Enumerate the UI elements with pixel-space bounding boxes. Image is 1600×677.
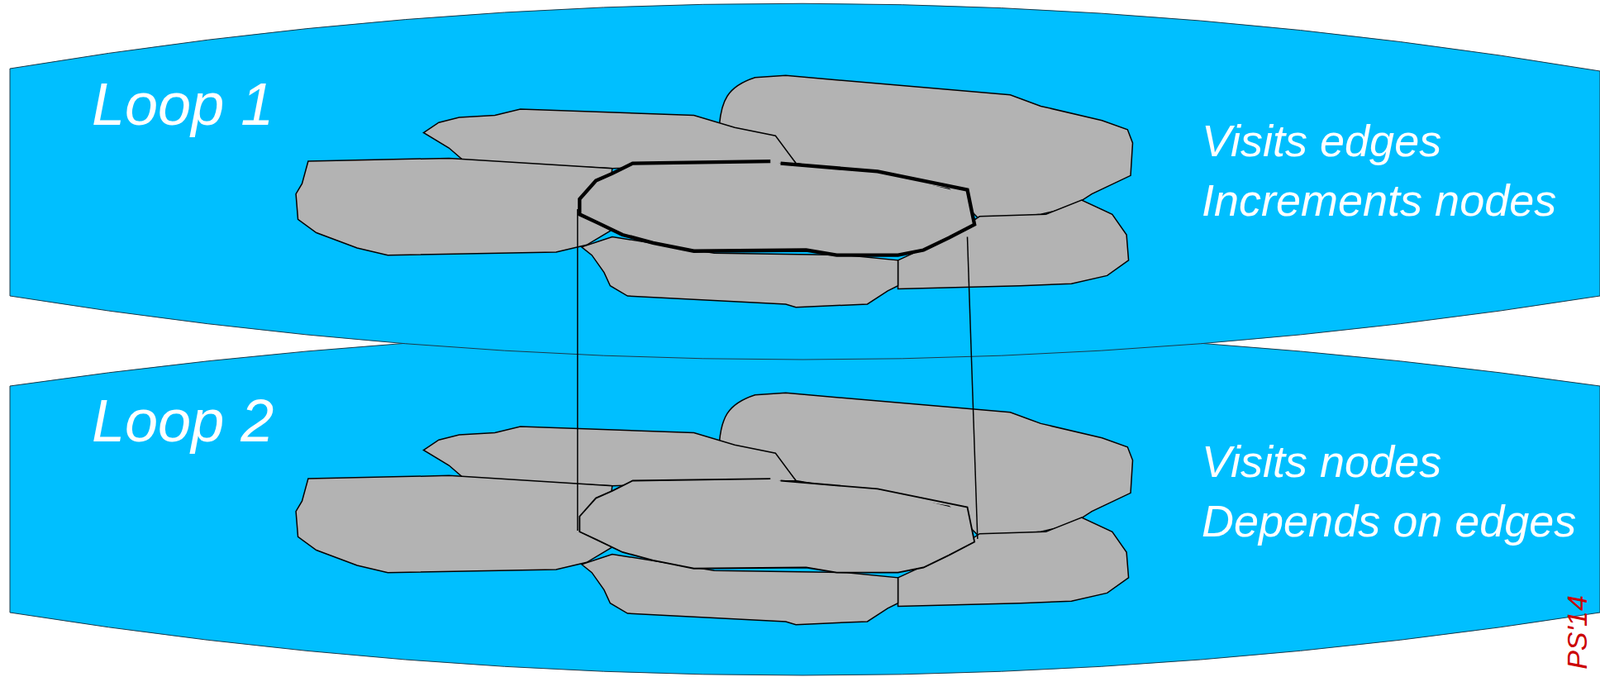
loop-description: Visits nodes Depends on edges: [1201, 431, 1591, 551]
loop-title: Loop 2: [91, 385, 274, 456]
watermark: PS'14: [1560, 595, 1594, 670]
loop-description: Visits edges Increments nodes: [1201, 110, 1591, 230]
loop-title: Loop 1: [91, 69, 274, 139]
